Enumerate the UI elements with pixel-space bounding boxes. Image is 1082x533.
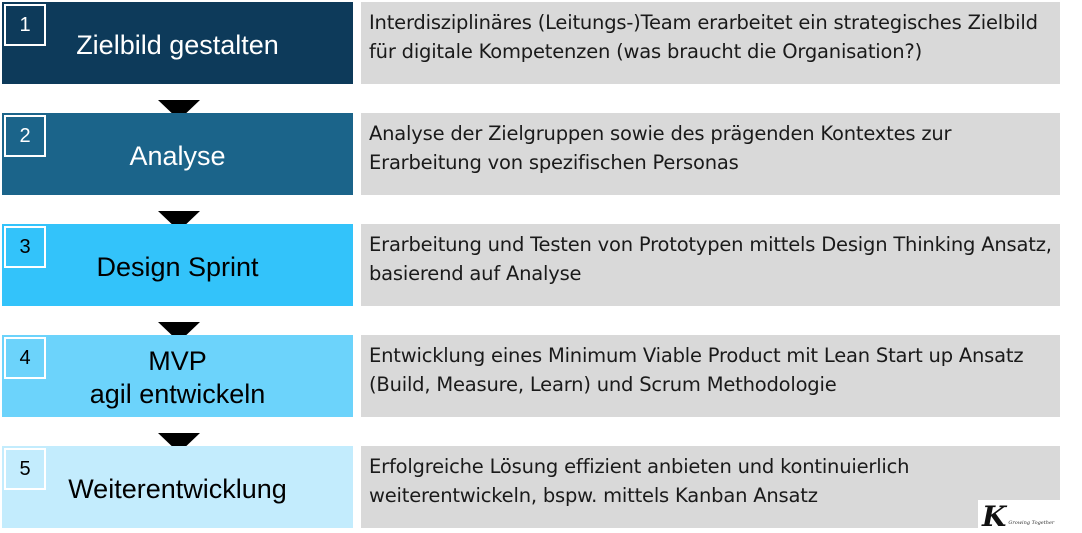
- step-title-line: Weiterentwicklung: [68, 473, 287, 504]
- step-title-line: agil entwickeln: [89, 379, 266, 409]
- step-2-description: Analyse der Zielgruppen sowie des prägen…: [361, 113, 1060, 195]
- step-title: Weiterentwicklung: [68, 469, 287, 506]
- step-title: Zielbild gestalten: [76, 25, 279, 62]
- step-number: 5: [4, 448, 46, 490]
- step-title: Design Sprint: [96, 247, 258, 284]
- step-title-line: Analyse: [129, 140, 226, 171]
- logo: K Growing Together: [978, 499, 1062, 533]
- logo-tagline: Growing Together: [1008, 520, 1055, 526]
- step-number: 2: [4, 115, 46, 157]
- step-number: 4: [4, 337, 46, 379]
- step-3-description: Erarbeitung und Testen von Prototypen mi…: [361, 224, 1060, 306]
- step-title-line: MVP: [148, 346, 207, 376]
- step-title-line: Zielbild gestalten: [76, 29, 279, 60]
- step-1-description: Interdisziplinäres (Leitungs-)Team erarb…: [361, 2, 1060, 84]
- step-5-description: Erfolgreiche Lösung effizient anbieten u…: [361, 446, 1060, 528]
- step-title: Analyse: [129, 136, 225, 173]
- step-4-description: Entwicklung eines Minimum Viable Product…: [361, 335, 1060, 417]
- step-title-line: Design Sprint: [96, 251, 259, 282]
- logo-letter: K: [982, 499, 1007, 533]
- step-number: 1: [4, 4, 46, 46]
- step-number: 3: [4, 226, 46, 268]
